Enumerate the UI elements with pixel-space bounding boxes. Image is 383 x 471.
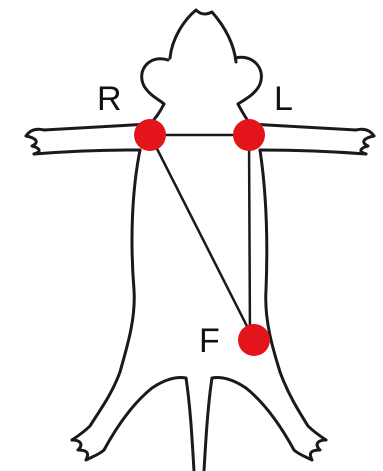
electrode-label-r: R [97, 82, 122, 116]
electrode-label-l: L [274, 82, 293, 116]
lead-line-r-f [150, 135, 254, 340]
electrode-f [238, 324, 270, 356]
mouse-outline [26, 10, 374, 471]
electrode-label-f: F [199, 324, 220, 358]
electrode-l [233, 119, 265, 151]
lead-line-l-f [249, 135, 250, 340]
lead-lines [150, 135, 254, 340]
electrode-r [134, 119, 166, 151]
